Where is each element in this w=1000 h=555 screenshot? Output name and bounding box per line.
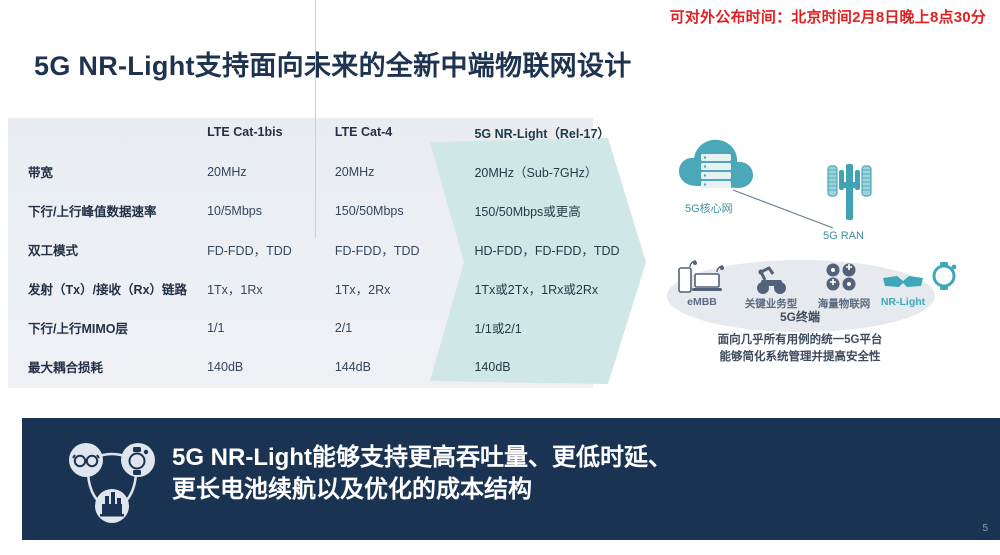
row-label: 双工模式	[28, 244, 79, 258]
cell-cat4: 1Tx，2Rx	[334, 283, 391, 297]
row-label: 下行/上行MIMO层	[28, 322, 128, 336]
terminals-label: 5G终端	[779, 310, 820, 324]
column-divider	[314, 0, 316, 238]
row-label: 最大耦合损耗	[28, 361, 104, 375]
ran-tower-icon	[827, 164, 872, 220]
cell-cat1bis: 20MHz	[207, 164, 247, 179]
comparison-card: LTE Cat-1bis LTE Cat-4 5G NR-Light（Rel-1…	[0, 0, 700, 389]
cell-cat1bis: 1Tx，1Rx	[207, 283, 263, 297]
factory-icon	[95, 489, 129, 523]
cell-nrlight: 1Tx或2Tx，1Rx或2Rx	[474, 283, 599, 297]
table-row: 带宽 20MHz 20MHz 20MHz（Sub-7GHz）	[0, 152, 700, 191]
page-title: 5G NR-Light支持面向未来的全新中端物联网设计	[34, 51, 632, 81]
header-nrlight: 5G NR-Light（Rel-17）	[474, 126, 610, 141]
embargo-notice: 可对外公布时间：北京时间2月8日晚上8点30分	[669, 9, 986, 26]
robot-arm-icon	[757, 266, 786, 294]
row-label: 发射（Tx）/接收（Rx）链路	[28, 283, 188, 297]
ran-label: 5G RAN	[823, 230, 864, 242]
row-label: 下行/上行峰值数据速率	[28, 205, 157, 219]
caption-line-2: 能够简化系统管理并提高安全性	[719, 350, 881, 363]
header-metric	[0, 112, 199, 152]
cell-cat1bis: 10/5Mbps	[207, 203, 262, 218]
terminals-ellipse	[667, 260, 935, 332]
row-label: 带宽	[28, 166, 54, 180]
cloud-icon	[679, 139, 753, 188]
cell-nrlight: 1/1或2/1	[474, 322, 522, 336]
table-row: 下行/上行MIMO层 1/1 2/1 1/1或2/1	[0, 308, 700, 347]
iot-dots-icon	[826, 263, 856, 291]
table-row: 下行/上行峰值数据速率 10/5Mbps 150/50Mbps 150/50Mb…	[0, 191, 700, 230]
table-row: 最大耦合损耗 140dB 144dB 140dB	[0, 347, 700, 386]
nr-light-highlight-chevron	[408, 112, 648, 389]
cell-cat4: 20MHz	[334, 164, 375, 179]
device-label-nrlight: NR-Light	[880, 296, 926, 308]
smartwatch-icon	[121, 443, 155, 477]
cell-cat1bis: 140dB	[207, 359, 244, 374]
header-cat4: LTE Cat-4	[334, 125, 393, 139]
cell-nrlight: 150/50Mbps或更高	[474, 205, 581, 219]
bottom-banner: 5G NR-Light能够支持更高吞吐量、更低时延、 更长电池续航以及优化的成本…	[22, 418, 1000, 540]
ar-glasses-icon	[883, 276, 923, 287]
smartwatch-icon	[932, 262, 957, 290]
cell-cat1bis: 1/1	[207, 320, 225, 335]
diagram-caption: 面向几乎所有用例的统一5G平台 能够简化系统管理并提高安全性	[655, 332, 945, 365]
cell-nrlight: 20MHz（Sub-7GHz）	[474, 166, 598, 180]
table-row: 双工模式 FD-FDD，TDD FD-FDD，TDD HD-FDD，FD-FDD…	[0, 230, 700, 269]
cell-cat4: 150/50Mbps	[334, 203, 404, 218]
network-diagram: 5G核心网 5G RAN eMBB	[655, 120, 1000, 385]
cell-nrlight: 140dB	[474, 359, 511, 374]
core-to-ran-link	[732, 189, 834, 229]
cell-cat4: FD-FDD，TDD	[334, 244, 420, 258]
device-label-miot: 海量物联网	[817, 298, 871, 310]
caption-line-1: 面向几乎所有用例的统一5G平台	[717, 334, 883, 346]
cell-cat4: 144dB	[334, 359, 371, 374]
phone-laptop-icon	[678, 260, 724, 293]
glasses-icon	[69, 443, 103, 477]
table-row: 发射（Tx）/接收（Rx）链路 1Tx，1Rx 1Tx，2Rx 1Tx或2Tx，…	[0, 269, 700, 308]
banner-icon-cluster	[69, 443, 155, 523]
cell-cat1bis: FD-FDD，TDD	[207, 244, 292, 258]
cell-nrlight: HD-FDD，FD-FDD，TDD	[474, 244, 620, 258]
page-number: 5	[982, 523, 988, 534]
core-network-label: 5G核心网	[685, 203, 733, 215]
table-header-row: LTE Cat-1bis LTE Cat-4 5G NR-Light（Rel-1…	[0, 0, 700, 238]
device-label-critical: 关键业务型	[744, 298, 798, 310]
device-label-embb: eMBB	[687, 296, 717, 308]
header-cat1bis: LTE Cat-1bis	[207, 125, 283, 139]
cell-cat4: 2/1	[334, 320, 353, 335]
banner-text: 5G NR-Light能够支持更高吞吐量、更低时延、 更长电池续航以及优化的成本…	[172, 444, 672, 504]
server-stack-icon	[701, 154, 731, 188]
comparison-table: LTE Cat-1bis LTE Cat-4 5G NR-Light（Rel-1…	[0, 0, 700, 386]
